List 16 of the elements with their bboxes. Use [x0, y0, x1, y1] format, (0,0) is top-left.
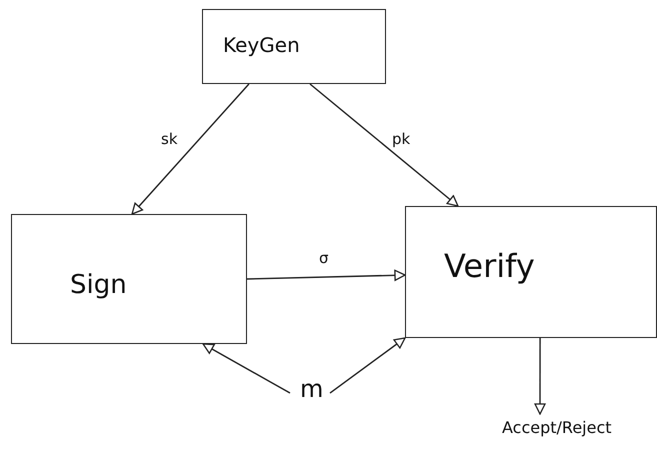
process-box: [202, 9, 386, 84]
arrow: [534, 338, 546, 415]
arrow: [131, 84, 250, 215]
process-box: [405, 206, 657, 338]
arrow: [330, 337, 406, 394]
box-label: Verify: [444, 249, 535, 284]
arrow: [202, 343, 290, 394]
arrow: [246, 270, 406, 281]
edge-label: sk: [160, 131, 179, 148]
node-label: Accept/Reject: [502, 419, 612, 437]
box-label: Sign: [70, 271, 127, 300]
box-label: KeyGen: [223, 34, 300, 56]
process-box: [11, 214, 247, 344]
arrow: [310, 83, 459, 207]
edge-label: pk: [391, 131, 412, 148]
node-label: m: [300, 376, 324, 402]
